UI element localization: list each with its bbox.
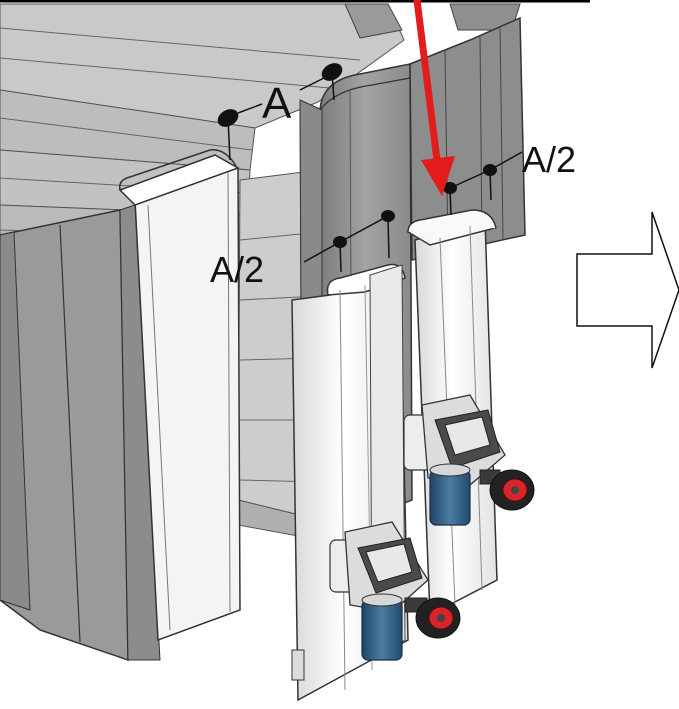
measurement-marks (217, 63, 523, 273)
motor-assembly-lower (329, 521, 461, 661)
left-panel-group (0, 149, 241, 662)
label-a: A (262, 79, 292, 128)
label-a-half-left: A/2 (210, 249, 264, 290)
outline-right-arrow-icon (576, 211, 679, 369)
red-down-arrow-icon (413, 0, 455, 196)
label-a-half-right: A/2 (522, 139, 576, 180)
motor-assembly-upper (403, 394, 535, 526)
